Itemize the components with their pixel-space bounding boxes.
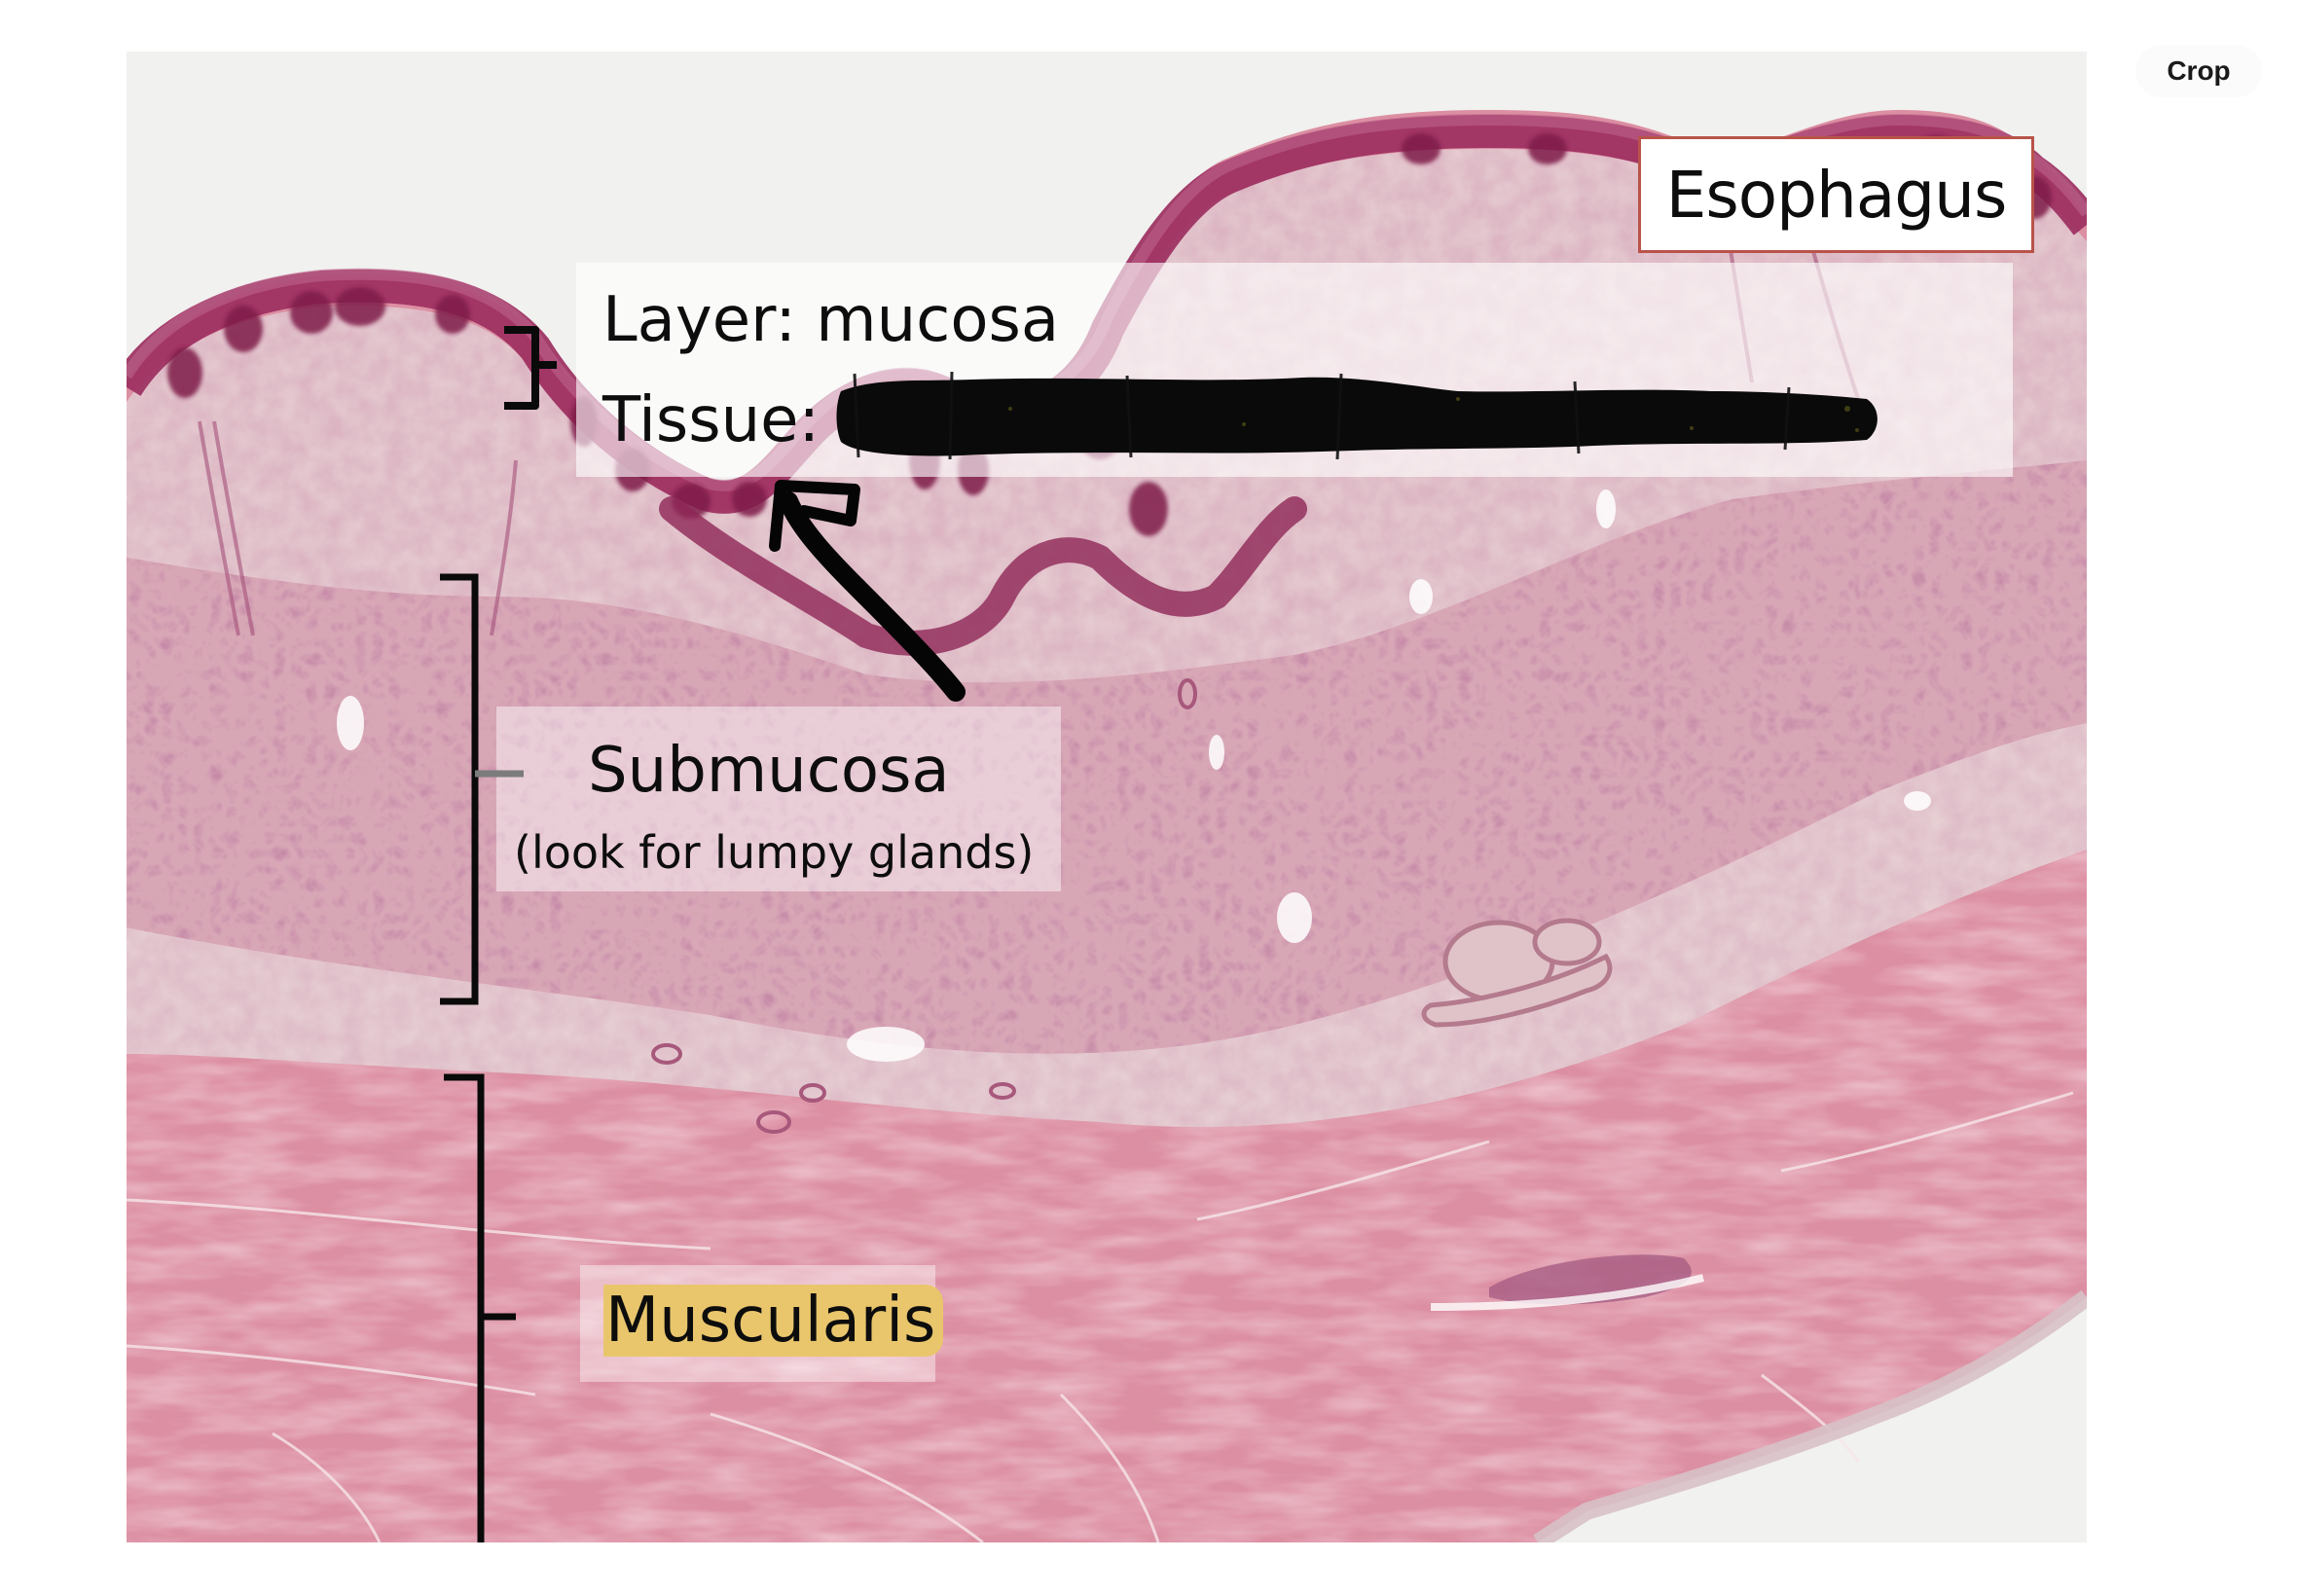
muscularis-highlight: Muscularis	[603, 1285, 944, 1357]
submucosa-label: Submucosa	[588, 735, 950, 807]
blood-vessel	[1421, 918, 1613, 1028]
muscularis-bracket-icon	[444, 1073, 516, 1542]
histology-slide-image: Esophagus Layer: mucosa Tissue:	[127, 52, 2087, 1542]
arrow-icon	[769, 480, 966, 702]
submucosa-label-panel	[496, 707, 1061, 891]
layer-label: Layer: mucosa	[602, 284, 1060, 356]
mucosa-bracket-icon	[504, 326, 557, 410]
tissue-label: Tissue:	[602, 384, 820, 456]
slide-title: Esophagus	[1665, 157, 2008, 233]
crop-button[interactable]: Crop	[2135, 45, 2262, 97]
muscularis-label: Muscularis	[603, 1285, 944, 1357]
submucosa-hint: (look for lumpy glands)	[514, 826, 1035, 879]
redaction-scribble	[836, 371, 1878, 459]
title-box: Esophagus	[1638, 136, 2034, 253]
submucosa-bracket-icon	[440, 573, 524, 1005]
